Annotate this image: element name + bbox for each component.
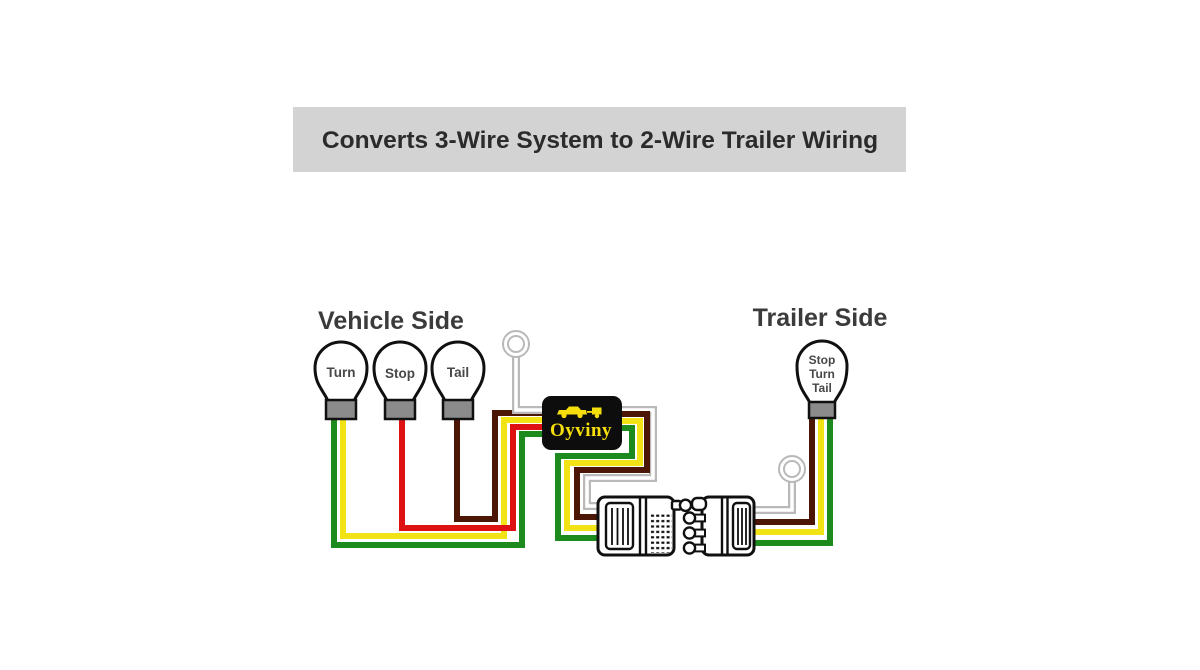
bulb-turn-glass bbox=[313, 340, 369, 403]
bulb-turn-label: Turn bbox=[327, 365, 356, 380]
connector-left-contact-texture bbox=[650, 512, 672, 553]
bulb-turn: Turn bbox=[313, 340, 369, 421]
connector-right-top-tab bbox=[690, 496, 708, 512]
bulb-trailer-glass bbox=[795, 339, 849, 405]
connector-vehicle-half bbox=[596, 495, 693, 557]
bulb-stop-glass bbox=[372, 340, 428, 403]
stop-red-wire bbox=[399, 417, 544, 531]
banner-title: Converts 3-Wire System to 2-Wire Trailer… bbox=[322, 127, 878, 154]
connector-left-divider bbox=[638, 498, 648, 554]
bulb-tail: Tail bbox=[430, 340, 486, 421]
trailer-brown-wire bbox=[753, 417, 815, 525]
bulb-tail-glass bbox=[430, 340, 486, 403]
trailer-ground-ring-terminal-core bbox=[780, 457, 804, 481]
trailer-side-title: Trailer Side bbox=[753, 304, 888, 332]
bulb-tail-label: Tail bbox=[447, 365, 469, 380]
vehicle-wires bbox=[331, 410, 544, 548]
connector-right-divider bbox=[720, 498, 729, 554]
ground-ring-terminal-core bbox=[504, 332, 528, 356]
trailer-wires bbox=[753, 417, 833, 546]
bulb-trailer-combined: Stop Turn Tail bbox=[795, 339, 849, 420]
trailer-yellow-wire bbox=[753, 417, 824, 535]
turn-yellow-wire bbox=[340, 417, 544, 539]
bulb-trailer-base bbox=[807, 400, 837, 420]
bulb-stop: Stop bbox=[372, 340, 428, 421]
output-green-wire bbox=[555, 425, 635, 541]
bulb-stop-label: Stop bbox=[385, 366, 415, 381]
trailer-ground-wire-core bbox=[753, 482, 794, 512]
converter-output-wires bbox=[555, 411, 650, 541]
tail-brown-wire bbox=[454, 410, 544, 522]
vehicle-ground-wire bbox=[502, 330, 657, 510]
bulb-turn-base bbox=[324, 398, 358, 421]
output-brown-wire bbox=[574, 411, 650, 520]
bulb-trailer-label-turn: Turn bbox=[809, 367, 835, 381]
ground-wire-core bbox=[514, 356, 655, 508]
converter-box: Oyviny bbox=[542, 396, 622, 450]
bulb-trailer-label-tail: Tail bbox=[812, 381, 832, 395]
banner: Converts 3-Wire System to 2-Wire Trailer… bbox=[293, 107, 906, 172]
banner-background bbox=[293, 107, 906, 172]
car-and-trailer-icon bbox=[557, 406, 602, 419]
bulb-stop-base bbox=[383, 398, 417, 421]
connector-left-grip-ridges bbox=[611, 508, 629, 545]
trailer-ground-wire-outer bbox=[753, 482, 796, 514]
bulb-tail-base bbox=[441, 398, 475, 421]
output-yellow-wire bbox=[564, 418, 643, 531]
connector-left-pin-tip bbox=[678, 498, 693, 513]
turn-green-wire bbox=[331, 417, 544, 548]
connector-right-pins bbox=[682, 511, 706, 555]
connector-right-grip-ridges bbox=[737, 508, 747, 545]
connector-left-grip bbox=[604, 501, 635, 551]
trailer-green-wire bbox=[753, 417, 833, 546]
brand-name: Oyviny bbox=[550, 420, 612, 441]
connector-trailer-half bbox=[682, 495, 756, 557]
bulb-trailer-label-stop: Stop bbox=[809, 353, 836, 367]
vehicle-side-title: Vehicle Side bbox=[318, 307, 464, 335]
converter-body bbox=[542, 396, 622, 450]
